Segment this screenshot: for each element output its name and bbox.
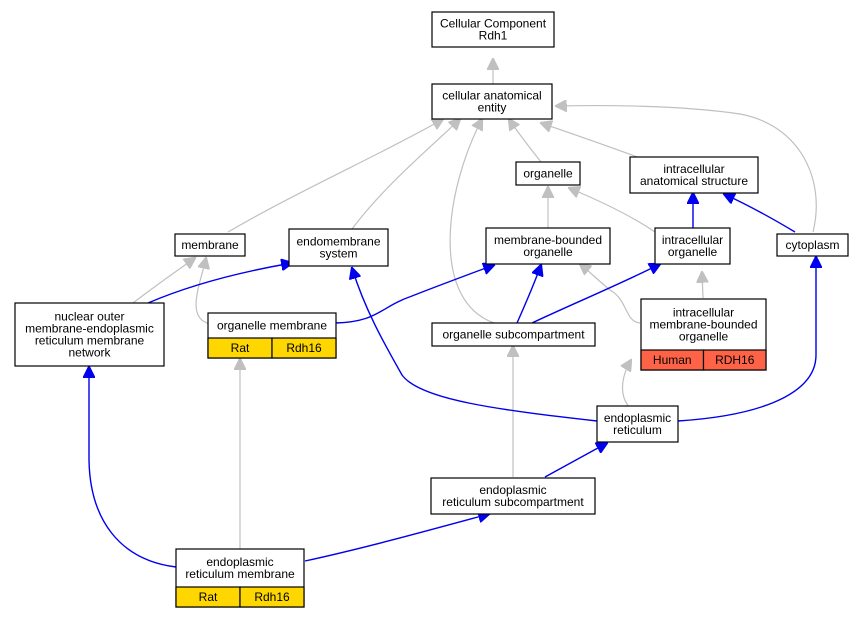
- edge-orgmembrane-to-membrane: [195, 258, 210, 325]
- edge-er-to-endomembrane: [352, 268, 598, 422]
- node-box: [430, 477, 596, 515]
- node-label-line: organelle: [668, 245, 718, 259]
- node-box: [596, 405, 679, 443]
- node-box: [174, 233, 246, 257]
- node-box: [654, 227, 731, 265]
- edge-er-to-cytoplasm: [677, 257, 816, 422]
- annotation-species-cell-label: Rat: [231, 341, 250, 355]
- edge-nuclear-to-membrane: [132, 258, 195, 304]
- node-label-line: intracellular: [673, 306, 734, 320]
- node-label-line: anatomical structure: [640, 174, 748, 188]
- edge-imbo-to-io: [702, 272, 703, 299]
- node-label-line: cytoplasm: [785, 238, 839, 252]
- node-label-line: organelle: [679, 330, 729, 344]
- edge-membrane-to-cae: [227, 119, 443, 233]
- edge-cytoplasm-to-cae: [556, 106, 817, 233]
- node-label-line: reticulum: [613, 423, 662, 437]
- node-label-line: organelle membrane: [217, 319, 327, 333]
- edge-er-to-imbo: [623, 360, 631, 409]
- node-label-line: endoplasmic: [206, 555, 273, 569]
- annotation-gene-cell: [702, 349, 767, 371]
- node-label-line: organelle subcompartment: [442, 328, 585, 342]
- edge-nuclear-to-endomembrane: [147, 263, 292, 304]
- node-label-line: cellular anatomical: [442, 89, 541, 103]
- annotation-gene-cell: [239, 586, 305, 608]
- node-label-line: membrane-bounded: [494, 233, 602, 247]
- edge-organelle-to-cae: [509, 119, 542, 163]
- edge-subcompartment-to-io: [531, 264, 660, 324]
- edge-subcompartment-to-cae: [449, 119, 495, 324]
- edge-ermembrane-to-nuclear: [89, 367, 177, 568]
- edge-ermembrane-to-ersub: [304, 514, 489, 562]
- node-label-line: reticulum membrane: [185, 567, 295, 581]
- node-box: [288, 228, 389, 267]
- node-box: [14, 302, 165, 367]
- annotation-gene-cell-label: Rdh16: [286, 341, 322, 355]
- is-a-edges: [132, 59, 817, 549]
- node-intracellular-membrane-bounded-organelle[interactable]: intracellularmembrane-boundedorganelleHu…: [640, 298, 767, 371]
- edge-ias-to-cae: [541, 123, 641, 159]
- part-of-edges: [89, 193, 816, 568]
- node-box: [431, 11, 555, 48]
- node-label-line: intracellular: [662, 233, 723, 247]
- annotation-gene-cell-label: RDH16: [715, 353, 755, 367]
- annotation-species-cell-label: Rat: [199, 590, 218, 604]
- node-box: [515, 161, 581, 186]
- node-box: [629, 156, 759, 194]
- node-label-line: organelle: [523, 167, 573, 181]
- annotation-gene-cell: [271, 337, 337, 359]
- node-label-line: reticulum membrane: [35, 334, 145, 348]
- node-label-line: Cellular Component: [440, 17, 547, 31]
- node-organelle[interactable]: organelle: [515, 161, 581, 186]
- node-box: [776, 233, 849, 257]
- edge-orgmembrane-to-mbo: [334, 265, 494, 324]
- node-label-line: endoplasmic: [604, 411, 671, 425]
- node-label-line: membrane: [181, 238, 239, 252]
- edge-io-to-organelle: [569, 188, 656, 233]
- node-nuclear-outer-membrane-er-network[interactable]: nuclear outermembrane-endoplasmicreticul…: [14, 302, 165, 367]
- edge-imbo-to-mbo: [580, 264, 641, 324]
- node-label-line: nuclear outer: [54, 310, 124, 324]
- node-label-line: network: [68, 346, 111, 360]
- node-box: [485, 227, 611, 265]
- node-cytoplasm[interactable]: cytoplasm: [776, 233, 849, 257]
- edge-ersub-to-er: [544, 443, 607, 478]
- node-label-line: entity: [478, 101, 507, 115]
- node-label-line: organelle: [523, 245, 573, 259]
- node-label-line: membrane-bounded: [649, 318, 757, 332]
- node-label-line: endomembrane: [296, 235, 380, 249]
- node-label-line: Rdh1: [479, 29, 508, 43]
- annotation-species-cell-label: Human: [653, 353, 692, 367]
- annotation-gene-cell-label: Rdh16: [254, 590, 290, 604]
- node-label-line: system: [319, 247, 357, 261]
- node-label-line: endoplasmic: [479, 483, 546, 497]
- node-box: [431, 322, 596, 347]
- node-organelle-subcompartment[interactable]: organelle subcompartment: [431, 322, 596, 347]
- edge-subcompartment-to-mbo: [516, 265, 541, 324]
- node-box: [431, 83, 553, 120]
- node-membrane[interactable]: membrane: [174, 233, 246, 257]
- edge-cytoplasm-to-ias: [724, 194, 796, 233]
- node-label-line: membrane-endoplasmic: [25, 322, 154, 336]
- node-label-line: intracellular: [663, 162, 724, 176]
- edge-endomembrane-to-cae: [351, 119, 460, 230]
- node-label-line: reticulum subcompartment: [442, 495, 584, 509]
